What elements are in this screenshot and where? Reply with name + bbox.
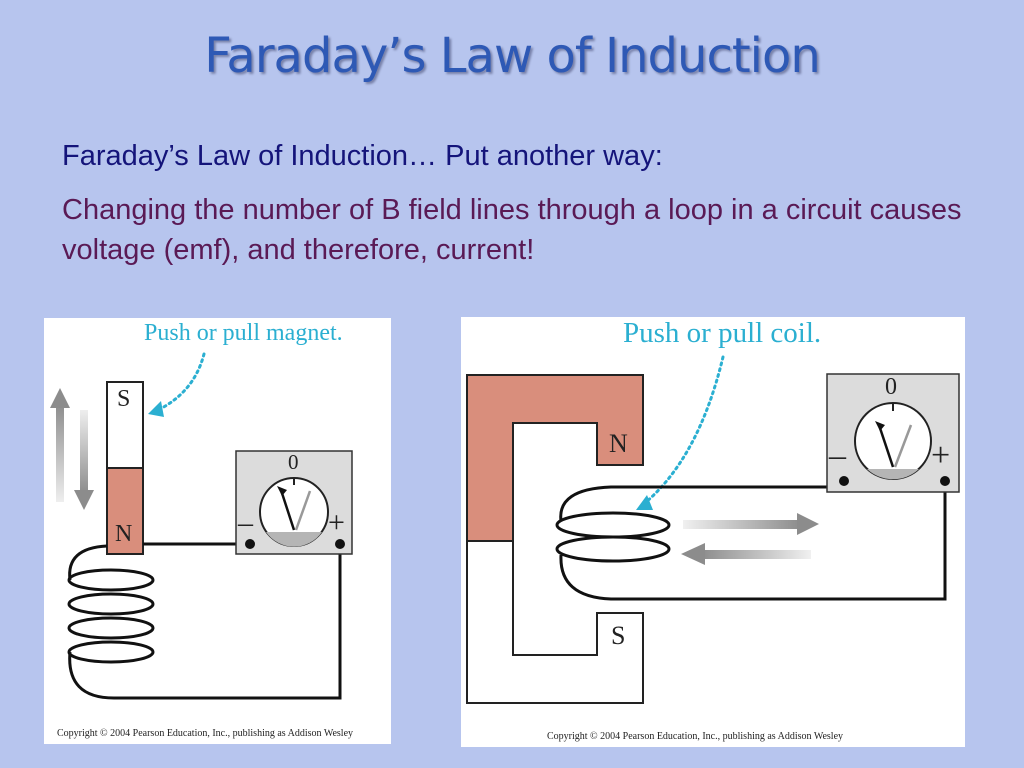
up-arrow-icon [50, 388, 70, 502]
slide-title: Faraday’s Law of Induction [204, 28, 821, 84]
magnet-south-pole [106, 381, 144, 469]
magnet-circuit-diagram [50, 352, 353, 700]
left-arrow-icon [681, 543, 811, 565]
figure-caption: Push or pull coil. [623, 317, 822, 349]
terminal-minus-label: – [829, 437, 846, 474]
pole-label-south: S [611, 621, 626, 650]
pole-label-north: N [609, 429, 628, 458]
terminal-plus-label: + [931, 437, 951, 474]
meter-zero-label: 0 [288, 450, 299, 474]
terminal-minus-label: – [238, 506, 253, 539]
body-line-1: Faraday’s Law of Induction… Put another … [62, 140, 663, 172]
down-arrow-icon [74, 410, 94, 510]
right-arrow-icon [683, 513, 819, 535]
horseshoe-magnet-south [466, 540, 644, 704]
wire-coil [555, 481, 947, 601]
magnet-north-pole [106, 467, 144, 555]
meter-zero-label: 0 [885, 374, 897, 400]
figure-push-pull-magnet: Push or pull magnet. S N 0 – + Copyright… [44, 318, 391, 744]
galvanometer [826, 373, 960, 493]
caption-pointer-arrow [154, 352, 206, 413]
terminal-plus-label: + [328, 506, 345, 539]
pole-label-south: S [117, 386, 131, 412]
galvanometer [235, 450, 353, 555]
copyright-note: Copyright © 2004 Pearson Education, Inc.… [547, 731, 844, 742]
copyright-note: Copyright © 2004 Pearson Education, Inc.… [57, 728, 354, 739]
meter-needle [279, 489, 296, 531]
body-line-2: Changing the number of B field lines thr… [62, 194, 962, 266]
meter-needle-ghost [294, 490, 312, 531]
pole-label-north: N [115, 521, 133, 547]
figure-caption: Push or pull magnet. [144, 320, 343, 346]
coil-circuit-diagram [466, 355, 960, 704]
caption-pointer-arrow [643, 355, 725, 505]
meter-needle-ghost [893, 424, 913, 468]
figure-push-pull-coil: Push or pull coil. N S 0 – + Copyright ©… [461, 317, 965, 747]
wire-coil [67, 542, 342, 700]
meter-needle [877, 424, 895, 468]
